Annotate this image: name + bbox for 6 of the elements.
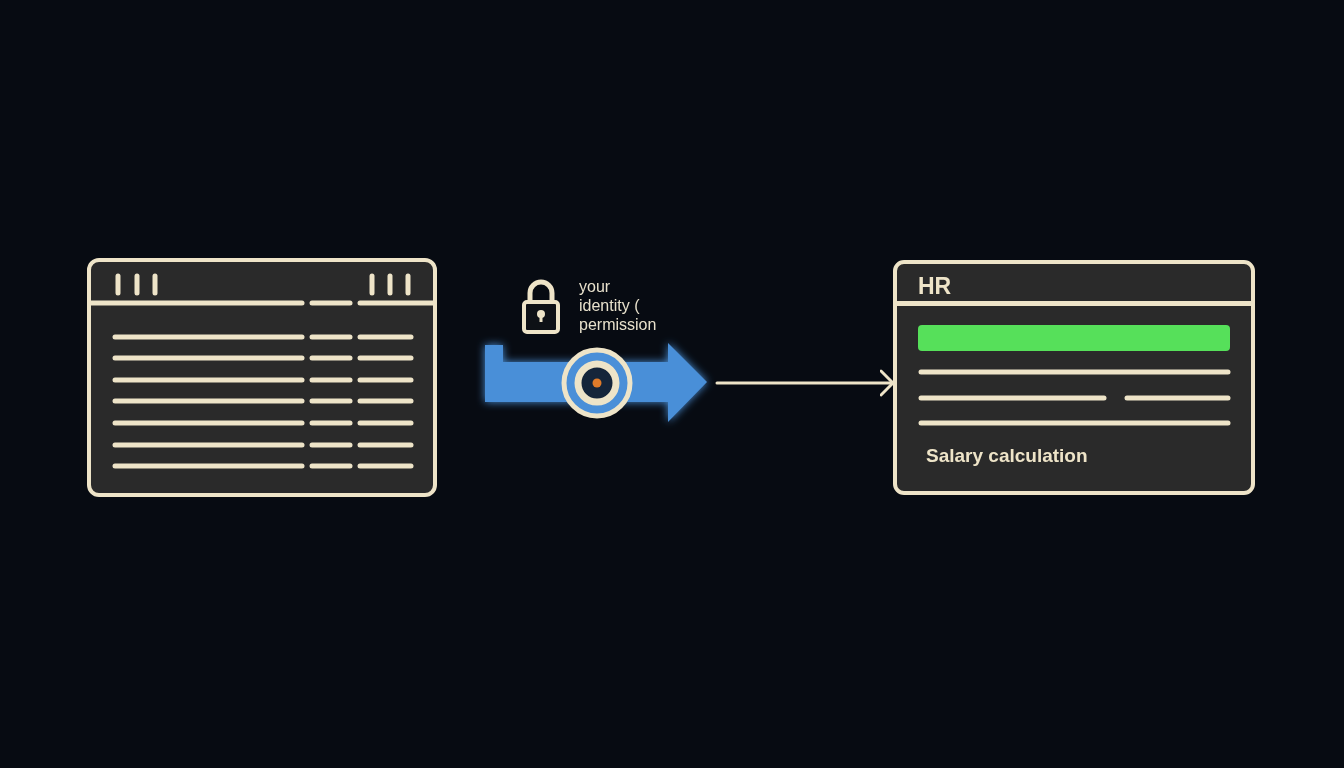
window-caption: Salary calculation [926,444,1088,467]
window-title: HR [918,273,952,299]
identity-label: your identity ( permission [579,277,658,334]
app-window [893,260,1255,495]
arrow [715,369,895,397]
table-window [87,258,437,497]
